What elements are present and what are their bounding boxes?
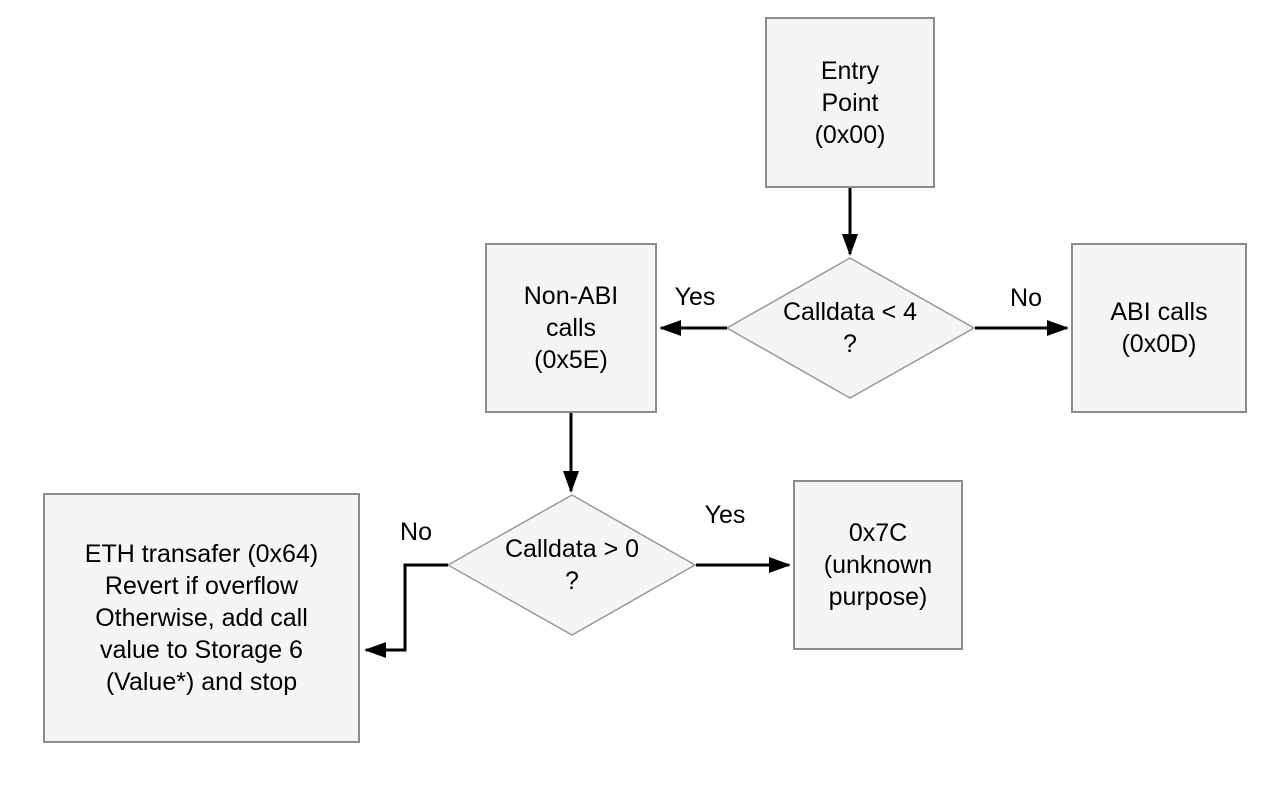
decision-calldata-gt-0-shape xyxy=(446,494,697,636)
decision-calldata-gt-0-label: Calldata > 0 ? xyxy=(504,535,640,595)
decision-calldata-lt-4-label: Calldata < 4 ? xyxy=(782,298,918,358)
edge-label-lt4-no: No xyxy=(1010,284,1042,312)
node-0x7c-unknown-purpose: 0x7C (unknown purpose) xyxy=(793,480,963,650)
edge-label-gt0-no: No xyxy=(400,518,432,546)
node-eth-transfer: ETH transafer (0x64) Revert if overflow … xyxy=(43,493,360,743)
node-entry-point: Entry Point (0x00) xyxy=(765,17,935,188)
arrow-gt0-no-to-eth xyxy=(364,563,448,658)
node-non-abi-calls: Non-ABI calls (0x5E) xyxy=(485,243,657,413)
edge-label-gt0-yes: Yes xyxy=(704,501,746,529)
edge-label-lt4-yes: Yes xyxy=(674,283,716,311)
decision-calldata-lt-4-shape xyxy=(725,257,976,399)
node-abi-calls: ABI calls (0x0D) xyxy=(1071,243,1247,413)
